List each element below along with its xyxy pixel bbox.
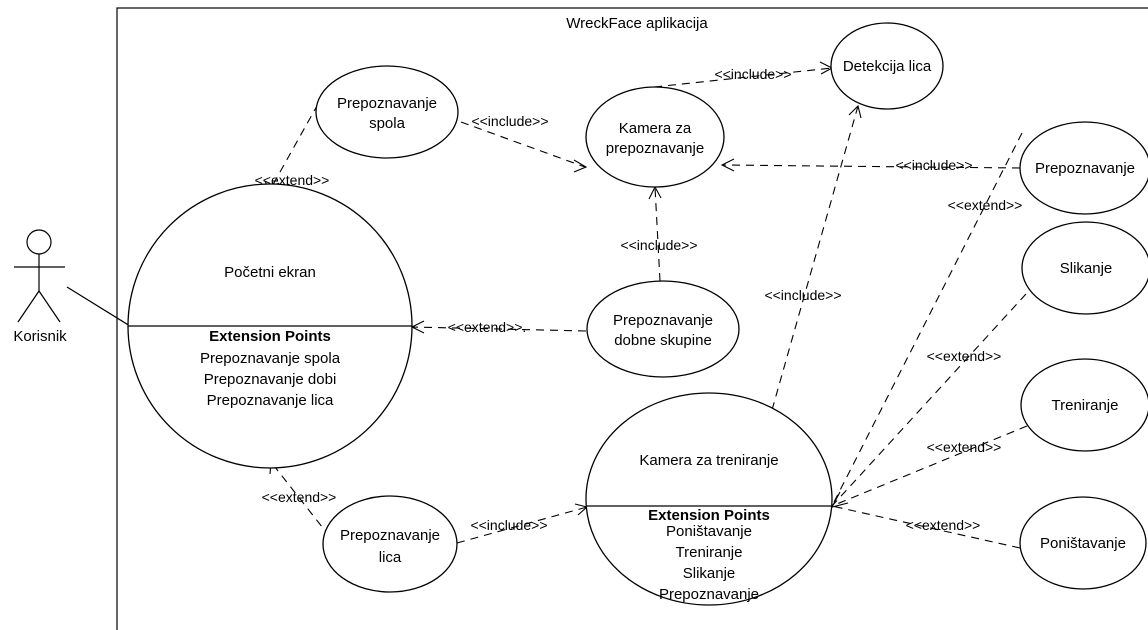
use-case-label: Prepoznavanje <box>613 312 713 329</box>
use-case-label: Prepoznavanje <box>337 95 437 112</box>
system-boundary <box>116 7 1148 630</box>
extension-points-title: Extension Points <box>209 328 331 345</box>
arrowhead <box>574 503 589 516</box>
use-case-ponistavanje[interactable]: Poništavanje <box>1019 496 1147 590</box>
use-case-label: Kamera za treniranje <box>639 452 778 469</box>
association-line <box>66 286 131 327</box>
use-case-pocetni-ekran[interactable]: Početni ekran Extension Points Prepoznav… <box>127 183 413 469</box>
use-case-label: dobne skupine <box>614 332 712 349</box>
use-case-label: Prepoznavanje <box>340 527 440 544</box>
extend-label: <<extend>> <box>906 517 981 533</box>
include-prepoznavanje-kamera <box>722 164 1021 169</box>
use-case-prepoznavanje-dobne-skupine[interactable]: Prepoznavanje dobne skupine <box>586 280 740 378</box>
extend-label: <<extend>> <box>948 197 1023 213</box>
extend-label: <<extend>> <box>927 348 1002 364</box>
use-case-shape <box>586 280 740 378</box>
use-case-shape <box>1020 358 1148 452</box>
arrowhead <box>819 61 834 75</box>
include-label: <<include>> <box>471 113 548 129</box>
extension-point-item: Prepoznavanje lica <box>207 392 334 409</box>
include-label: <<include>> <box>895 157 972 173</box>
include-label: <<include>> <box>620 237 697 253</box>
use-case-shape <box>315 65 459 159</box>
use-case-label: Prepoznavanje <box>1035 160 1135 177</box>
include-kamera-tren-detekcija <box>771 105 859 411</box>
extend-label: <<extend>> <box>262 489 337 505</box>
use-case-shape <box>1021 221 1148 315</box>
extend-label: <<extend>>. <box>448 319 527 335</box>
extend-ponistavanje-kamera-tren <box>831 505 1021 549</box>
actor-left-leg <box>17 290 40 323</box>
extension-points-title: Extension Points <box>648 507 770 524</box>
extension-point-item: Prepoznavanje dobi <box>204 371 337 388</box>
include-lica-kamera-tren <box>456 506 588 544</box>
use-case-label: Poništavanje <box>1040 535 1126 552</box>
use-case-treniranje[interactable]: Treniranje <box>1020 358 1148 452</box>
use-case-label: prepoznavanje <box>606 140 704 157</box>
use-case-slikanje[interactable]: Slikanje <box>1021 221 1148 315</box>
extension-point-item: Poništavanje <box>666 523 752 540</box>
include-spola-kamera <box>460 121 586 168</box>
use-case-label: spola <box>369 115 406 132</box>
use-case-shape <box>585 86 725 188</box>
include-label: <<include>> <box>470 517 547 533</box>
use-case-detekcija-lica[interactable]: Detekcija lica <box>830 22 944 110</box>
use-case-shape <box>1019 121 1148 215</box>
use-case-label: Treniranje <box>1052 397 1119 414</box>
system-title: WreckFace aplikacija <box>566 15 708 32</box>
use-case-prepoznavanje-spola[interactable]: Prepoznavanje spola <box>315 65 459 159</box>
use-case-shape <box>585 392 833 606</box>
extend-slikanje-kamera-tren <box>831 293 1027 507</box>
use-case-kamera-za-treniranje[interactable]: Kamera za treniranje Extension Points Po… <box>585 392 833 606</box>
include-dob-kamera <box>654 186 661 282</box>
actor-head <box>26 229 52 255</box>
use-case-label: Detekcija lica <box>843 58 932 75</box>
actor-label: Korisnik <box>13 328 67 345</box>
include-label: <<include>> <box>714 66 791 82</box>
use-case-shape <box>322 495 458 593</box>
use-case-kamera-za-prepoznavanje[interactable]: Kamera za prepoznavanje <box>585 86 725 188</box>
arrowhead <box>830 491 849 508</box>
arrowhead <box>720 158 735 172</box>
arrowhead <box>848 104 862 119</box>
extension-point-item: Slikanje <box>683 565 736 582</box>
extend-treniranje-kamera-tren <box>831 425 1028 507</box>
extend-lica-pocetni <box>270 461 331 538</box>
extension-point-item: Treniranje <box>676 544 743 561</box>
use-case-shape <box>830 22 944 110</box>
actor-korisnik[interactable]: Korisnik <box>13 229 67 345</box>
use-case-shape <box>1019 496 1147 590</box>
extend-dob-pocetni <box>411 326 587 332</box>
use-case-label: lica <box>379 549 402 566</box>
extension-point-item: Prepoznavanje <box>659 586 759 603</box>
use-case-label: Početni ekran <box>224 264 316 281</box>
arrowhead <box>573 159 588 173</box>
actor-right-leg <box>38 290 61 323</box>
extend-label: <<extend>> <box>927 439 1002 455</box>
extend-spola-pocetni <box>269 103 319 191</box>
extension-point-item: Prepoznavanje spola <box>200 350 341 367</box>
use-case-label: Kamera za <box>619 120 692 137</box>
use-case-prepoznavanje[interactable]: Prepoznavanje <box>1019 121 1148 215</box>
include-kamera-detekcija <box>653 67 833 88</box>
use-case-prepoznavanje-lica[interactable]: Prepoznavanje lica <box>322 495 458 593</box>
use-case-label: Slikanje <box>1060 260 1113 277</box>
include-label: <<include>> <box>764 287 841 303</box>
